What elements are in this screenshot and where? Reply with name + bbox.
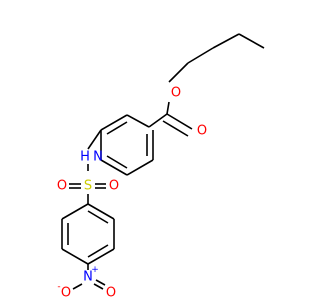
ring2-inner-2	[87, 244, 109, 258]
sulfonyl-oxygen-right-label: O	[109, 179, 119, 194]
ring2-inner-3	[87, 210, 109, 224]
carbonyl-oxygen-label: O	[197, 124, 207, 139]
upper-benzene-ring	[100, 114, 154, 176]
bond-nitro-o-right-2	[95, 279, 106, 286]
amine-nitrogen-label: N	[93, 150, 103, 165]
amine-linker	[87, 129, 102, 171]
bond-chain-to-o	[168, 62, 189, 83]
nitro-oxygen-left-label: O	[61, 286, 71, 300]
ring2-bond-a	[61, 203, 89, 220]
bond-chain-1	[238, 33, 265, 49]
bond-ring-to-n	[87, 129, 102, 150]
nitro-group	[72, 264, 106, 290]
ring1-bond-d	[100, 159, 128, 176]
lower-benzene-ring	[61, 203, 115, 265]
ring2-bond-c	[61, 248, 89, 265]
ring1-bond-b	[100, 114, 128, 131]
sulfonyl-group	[69, 183, 106, 204]
bond-nitro-o-left	[72, 283, 83, 290]
ring1-inner-2	[106, 155, 128, 169]
sulfonyl-oxygen-left-label: O	[57, 179, 67, 194]
sulfur-label: S	[84, 179, 92, 194]
bond-carbonyl-double-2	[162, 120, 189, 137]
ring1-bond-a	[126, 114, 150, 128]
nitro-oxygen-right-label: O	[106, 286, 116, 300]
ring1-inner-1	[106, 121, 128, 135]
bond-carbonyl-to-ring	[148, 113, 168, 128]
amine-hydrogen-label: H	[80, 150, 90, 165]
ring1-bond-e	[126, 159, 154, 176]
ester-group	[148, 101, 193, 137]
bond-chain-2	[212, 33, 240, 49]
bond-chain-3	[187, 47, 214, 64]
bond-o-to-carbonyl-c	[166, 101, 170, 115]
bond-nitro-o-right-1	[93, 283, 104, 290]
molecule-structure-diagram: O O N H S O O N + O - O	[57, 33, 265, 300]
bond-carbonyl-double-1	[166, 113, 193, 130]
ring2-bond-d	[87, 248, 115, 265]
ester-oxygen-label: O	[171, 86, 181, 101]
nitro-oxygen-left-charge: -	[57, 282, 60, 292]
nitro-nitrogen-charge: +	[91, 265, 99, 275]
nitro-nitrogen-label: N	[83, 270, 93, 285]
butyl-chain	[168, 33, 265, 83]
ring2-bond-f	[87, 203, 115, 220]
